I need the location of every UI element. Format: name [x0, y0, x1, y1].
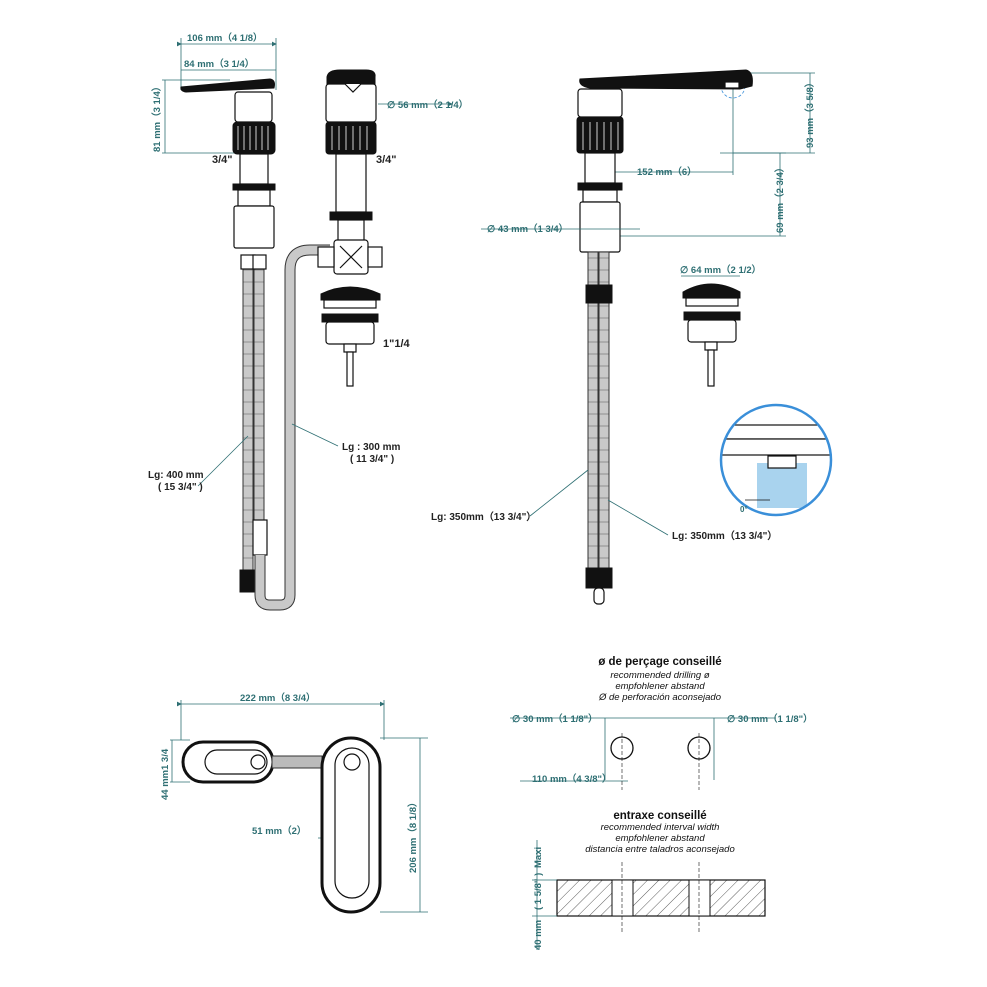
hose-right-inch: ( 11 3/4" ) [350, 454, 394, 465]
mixer-side-view [162, 38, 453, 611]
drilling-labels: ø de perçage conseillé recommended drill… [512, 656, 813, 950]
dim-reach: 152 mm（6） [637, 166, 697, 178]
hose-front-right: Lg: 350mm（13 3/4"） [672, 529, 777, 542]
dim-base-dia: ∅ 43 mm（1 3/4） [487, 223, 568, 235]
thickness-max: Maxi [533, 847, 544, 868]
thickness-inch: ( 1 5/8" ) [533, 873, 544, 910]
mixer-front-view [481, 69, 815, 605]
hose-left-length: Lg: 400 mm [148, 470, 204, 481]
dim-handle-width: 84 mm（3 1/4） [184, 58, 254, 70]
thickness-mm: 40 mm [533, 920, 544, 950]
plan-view [170, 700, 428, 914]
interval-title: entraxe conseillé [613, 810, 706, 822]
hose-left-inch: ( 15 3/4" ) [158, 482, 203, 493]
drilling-es: Ø de perforación aconsejado [598, 692, 721, 703]
dim-below: 69 mm（2 3/4） [774, 163, 786, 233]
detail-angle: 0° [740, 505, 748, 514]
hole-spacing: 110 mm（4 3/8"） [532, 773, 612, 785]
dim-body-dia: ∅ 56 mm（2 1/4） [387, 99, 468, 111]
drilling-en: recommended drilling ø [610, 670, 709, 681]
dim-total-width: 106 mm（4 1/8） [187, 32, 263, 44]
dim-height: 81 mm（3 1/4） [151, 82, 163, 152]
drilling-title: ø de perçage conseillé [598, 656, 721, 668]
hose-right-length: Lg : 300 mm [342, 442, 400, 453]
dim-spout-height: 93 mm（3 5/8） [804, 78, 816, 148]
thread-left: 3/4" [212, 154, 233, 166]
drilling-de: empfohlener abstand [615, 681, 705, 692]
hole-left-dia: ∅ 30 mm（1 1/8"） [512, 713, 598, 725]
interval-de: empfohlener abstand [615, 833, 705, 844]
dim-plan-height-inch: 1 3/4 [160, 748, 171, 770]
interval-es: distancia entre taladros aconsejado [585, 844, 734, 855]
drilling-section [510, 717, 776, 950]
waste-thread: 1"1/4 [383, 338, 411, 350]
dim-plan-height-mm: 44 mm [160, 770, 171, 800]
hose-front-left: Lg: 350mm（13 3/4"） [431, 510, 536, 523]
dim-plan-handle: 51 mm（2） [252, 825, 306, 837]
front-view-labels: 152 mm（6） 93 mm（3 5/8） 69 mm（2 3/4） ∅ 43… [431, 78, 816, 542]
thread-right: 3/4" [376, 154, 397, 166]
interval-en: recommended interval width [601, 822, 720, 833]
dim-plan-width: 222 mm（8 3/4） [240, 692, 316, 704]
dim-plan-length: 206 mm（8 1/8） [407, 797, 419, 873]
mixer-side-labels: 106 mm（4 1/8） 84 mm（3 1/4） 81 mm（3 1/4） … [148, 32, 468, 493]
dim-waste-dia: ∅ 64 mm（2 1/2） [680, 264, 761, 276]
plan-view-labels: 222 mm（8 3/4） 1 3/4 44 mm 51 mm（2） 206 m… [160, 692, 419, 873]
hole-right-dia: ∅ 30 mm（1 1/8"） [727, 713, 813, 725]
detail-circle [719, 403, 833, 517]
